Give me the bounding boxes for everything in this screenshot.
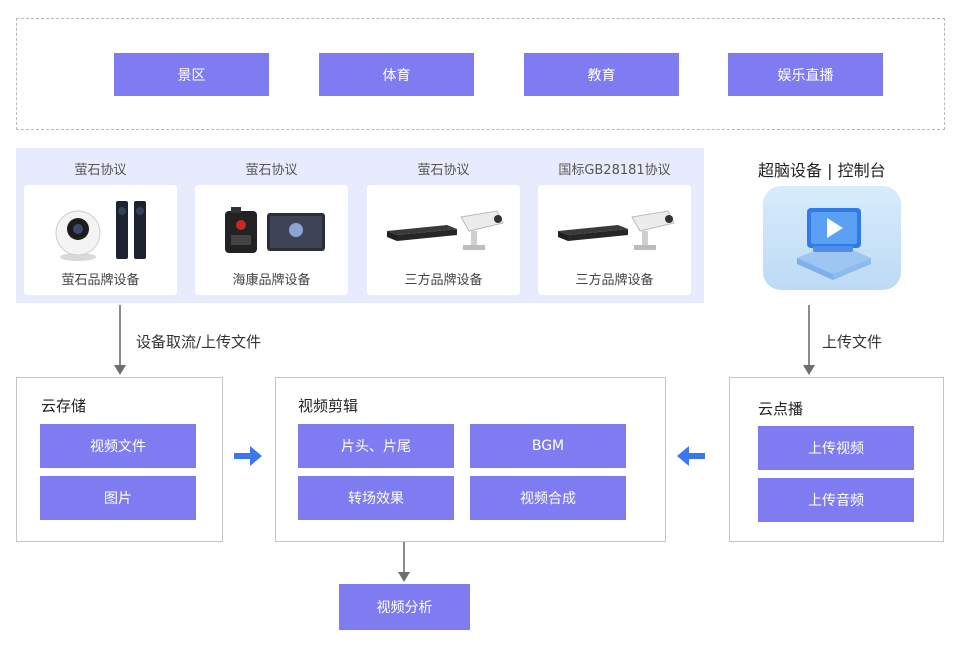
scenario-label: 教育	[587, 67, 616, 84]
scenario-live-entertainment[interactable]: 娱乐直播	[728, 53, 883, 96]
arrow-label-upload-file: 上传文件	[822, 333, 883, 351]
edit-item-bgm[interactable]: BGM	[470, 424, 626, 468]
storage-item-image[interactable]: 图片	[40, 476, 196, 520]
scenario-container	[16, 18, 945, 130]
device-label: 三方品牌设备	[404, 273, 483, 288]
console-title: 超脑设备 | 控制台	[758, 161, 886, 180]
down-arrow-right	[803, 305, 815, 375]
storage-item-video-file[interactable]: 视频文件	[40, 424, 196, 468]
down-arrow-analysis	[398, 542, 410, 582]
scenario-scenic[interactable]: 景区	[114, 53, 269, 96]
item-label: 视频分析	[376, 600, 433, 616]
protocol-label: 萤石协议	[417, 163, 470, 178]
device-card[interactable]: 海康品牌设备	[195, 185, 348, 295]
device-card[interactable]: 萤石品牌设备	[24, 185, 177, 295]
edit-item-compose[interactable]: 视频合成	[470, 476, 626, 520]
hikvision-device-icon	[225, 207, 325, 253]
blue-arrow-right-icon	[234, 446, 262, 466]
scenario-label: 景区	[177, 67, 206, 84]
section-title: 云存储	[41, 397, 87, 415]
item-label: 上传音频	[808, 493, 864, 509]
item-label: 图片	[104, 491, 132, 507]
nvr-camera-icon	[558, 210, 675, 250]
blue-arrow-left-icon	[677, 446, 705, 466]
item-label: BGM	[531, 438, 565, 454]
item-label: 视频合成	[520, 491, 576, 507]
ezviz-camera-icon	[55, 201, 146, 261]
scenario-sports[interactable]: 体育	[319, 53, 474, 96]
nvr-camera-icon	[387, 210, 504, 250]
protocol-label: 萤石协议	[74, 163, 127, 178]
item-label: 转场效果	[348, 491, 404, 507]
scenario-label: 娱乐直播	[777, 67, 834, 84]
down-arrow-left	[114, 305, 126, 375]
item-label: 上传视频	[808, 441, 864, 457]
edit-item-intro-outro[interactable]: 片头、片尾	[298, 424, 454, 468]
protocol-label: 萤石协议	[245, 163, 298, 178]
device-label: 海康品牌设备	[232, 273, 311, 288]
scenario-education[interactable]: 教育	[524, 53, 679, 96]
device-card[interactable]: 三方品牌设备	[538, 185, 691, 295]
section-title: 视频剪辑	[298, 397, 359, 415]
protocol-label: 国标GB28181协议	[558, 163, 671, 178]
video-analysis-button[interactable]: 视频分析	[339, 584, 470, 630]
vod-item-upload-audio[interactable]: 上传音频	[758, 478, 914, 522]
item-label: 视频文件	[90, 439, 146, 455]
vod-item-upload-video[interactable]: 上传视频	[758, 426, 914, 470]
item-label: 片头、片尾	[341, 439, 411, 455]
edit-item-transition[interactable]: 转场效果	[298, 476, 454, 520]
device-label: 萤石品牌设备	[61, 273, 140, 288]
arrow-label-upload-stream: 设备取流/上传文件	[136, 333, 262, 351]
device-card[interactable]: 三方品牌设备	[367, 185, 520, 295]
console-icon[interactable]	[763, 186, 901, 290]
scenario-label: 体育	[382, 67, 411, 84]
section-title: 云点播	[758, 400, 804, 418]
device-label: 三方品牌设备	[575, 273, 654, 288]
